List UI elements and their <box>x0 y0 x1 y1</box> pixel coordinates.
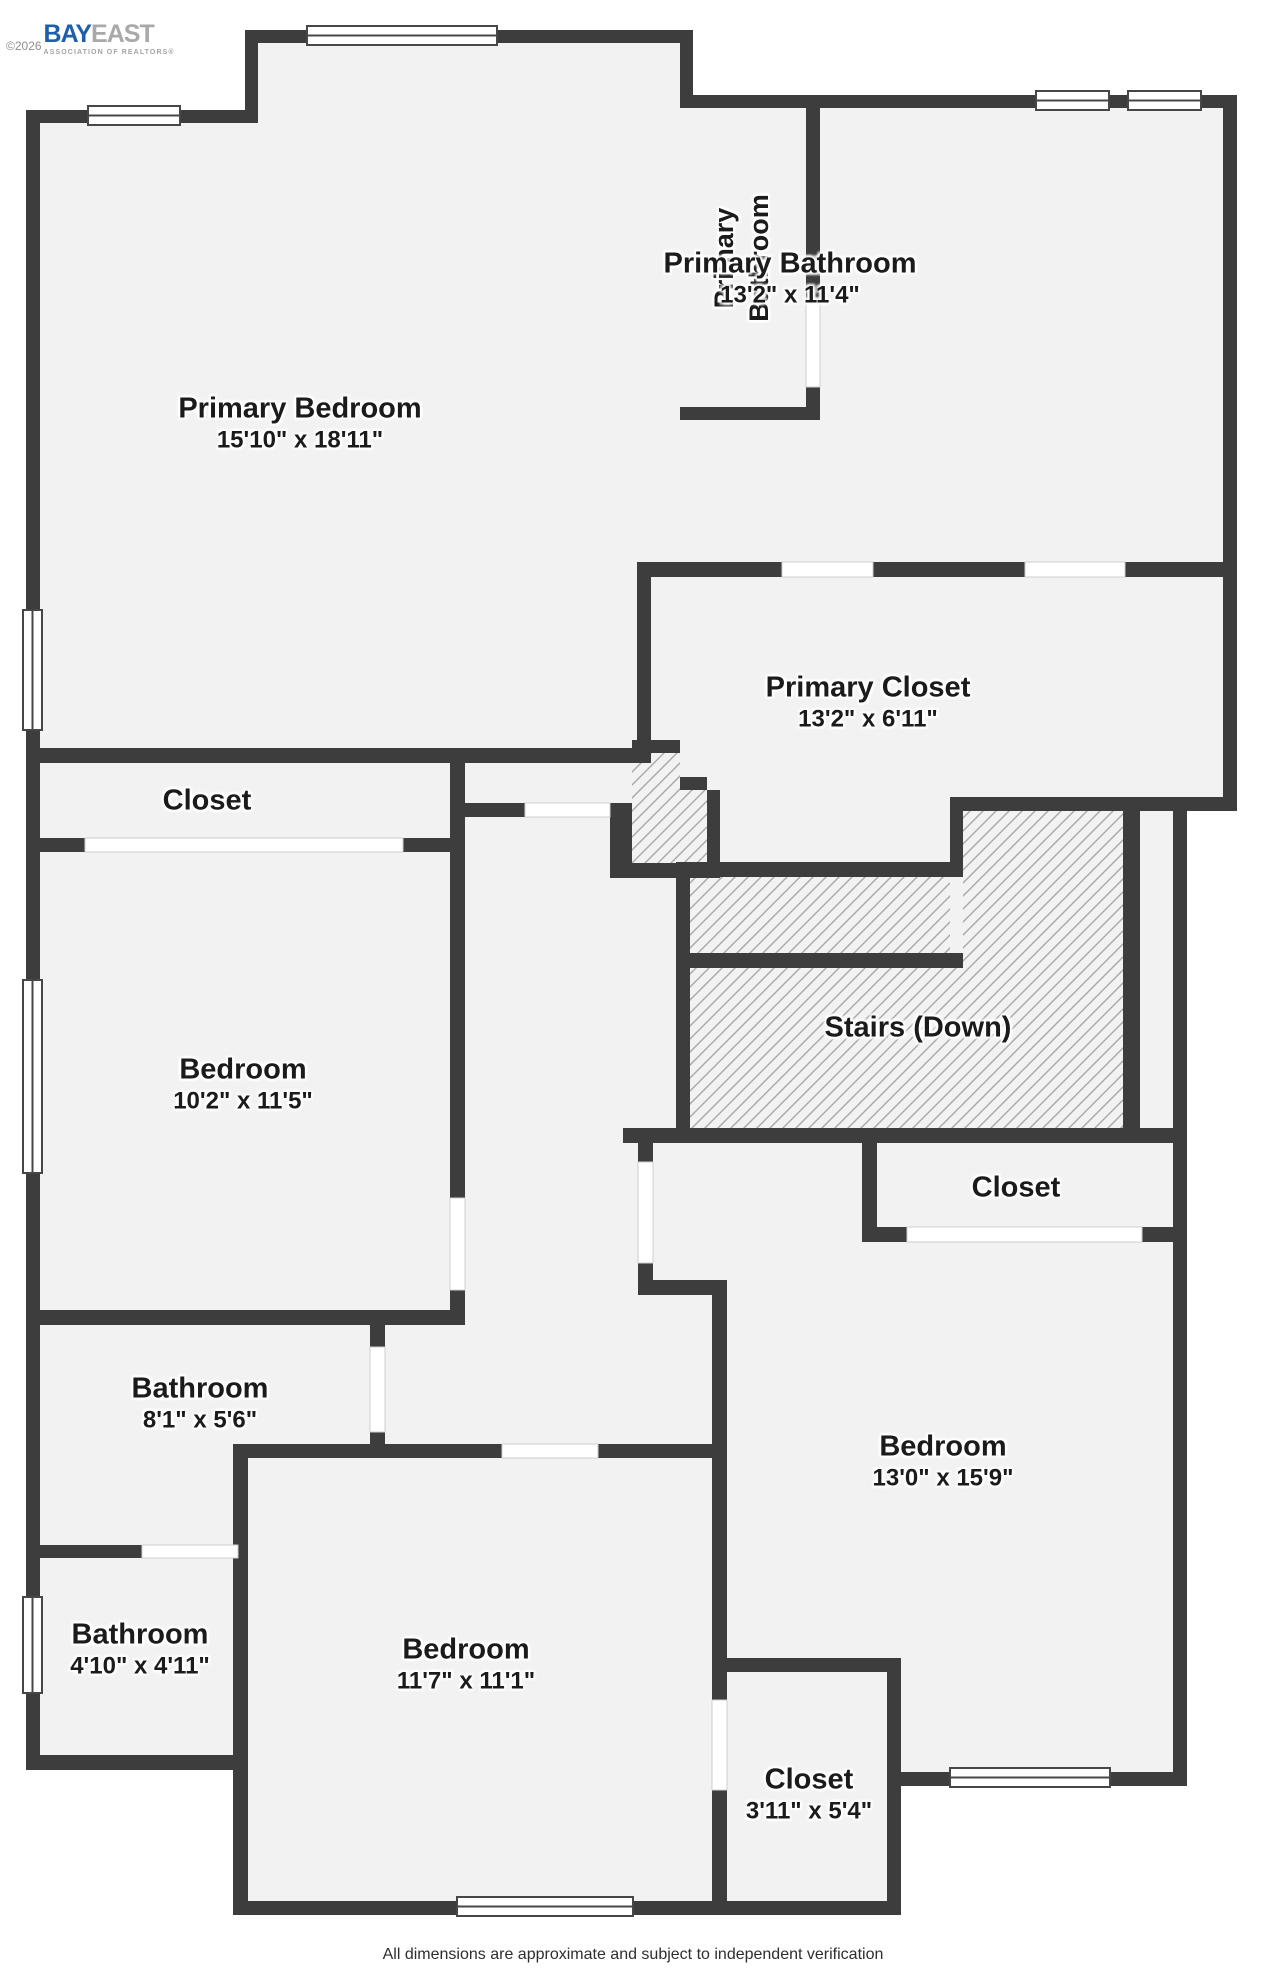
room-name: Bathroom <box>71 1618 209 1651</box>
room-dims: 8'1" x 5'6" <box>142 1406 258 1434</box>
room-name: Bathroom <box>131 1372 269 1405</box>
room-label-closet-left: Closet <box>163 784 252 817</box>
room-label-bedroom-middle: Bedroom 11'7" x 11'1" <box>397 1633 535 1696</box>
room-name: Bedroom <box>879 1430 1007 1463</box>
room-name: Bedroom <box>179 1053 307 1086</box>
windows-layer <box>22 25 1202 1917</box>
room-name: Primary Bedroom <box>178 392 422 425</box>
room-dims: 4'10" x 4'11" <box>70 1652 210 1680</box>
door-openings-layer <box>84 299 1143 1791</box>
floor-layer <box>26 30 1237 1915</box>
logo-brand: BAY EAST ASSOCIATION OF REALTORS® <box>43 20 175 57</box>
room-label-closet-bottom: Closet 3'11" x 5'4" <box>746 1763 872 1826</box>
room-label-primary-bathroom: Primary Bathroom 13'2" x 11'4" <box>663 247 916 310</box>
logo-brand-secondary: EAST <box>91 20 155 48</box>
room-name: Primary Closet <box>765 671 971 704</box>
room-name: Bedroom <box>402 1633 530 1666</box>
room-label-stairs: Stairs (Down) <box>825 1011 1012 1044</box>
room-label-bedroom-left: Bedroom 10'2" x 11'5" <box>173 1053 313 1116</box>
disclaimer-text: All dimensions are approximate and subje… <box>382 1946 884 1963</box>
room-label-bathroom-lower: Bathroom 4'10" x 4'11" <box>70 1618 210 1681</box>
room-label-bedroom-right: Bedroom 13'0" x 15'9" <box>873 1430 1014 1493</box>
logo-copyright: ©2026 <box>6 39 42 53</box>
room-label-primary-closet: Primary Closet 13'2" x 6'11" <box>766 671 971 734</box>
room-name: Closet <box>162 784 252 817</box>
logo-tagline: ASSOCIATION OF REALTORS® <box>43 49 175 56</box>
room-dims: 3'11" x 5'4" <box>745 1797 873 1825</box>
room-dims: 15'10" x 18'11" <box>216 426 384 454</box>
room-name: Closet <box>764 1763 854 1796</box>
room-label-closet-right-upper: Closet <box>972 1171 1061 1204</box>
room-name: Stairs (Down) <box>824 1011 1012 1044</box>
room-dims: 10'2" x 11'5" <box>173 1087 313 1115</box>
room-dims: 13'2" x 6'11" <box>798 705 938 733</box>
room-dims: 13'0" x 15'9" <box>872 1464 1014 1492</box>
room-name: Closet <box>971 1171 1061 1204</box>
room-name: Primary Bathroom <box>663 247 917 280</box>
room-label-bathroom-upper: Bathroom 8'1" x 5'6" <box>132 1372 269 1435</box>
stairs-hatch-layer <box>632 753 1123 1128</box>
logo-brand-primary: BAY <box>43 20 92 48</box>
room-dims: 11'7" x 11'1" <box>396 1667 536 1695</box>
room-label-primary-bedroom: Primary Bedroom 15'10" x 18'11" <box>178 392 421 455</box>
bay-east-logo: ©2026 BAY EAST ASSOCIATION OF REALTORS® <box>6 20 175 57</box>
room-dims: 13'2" x 11'4" <box>720 281 860 309</box>
